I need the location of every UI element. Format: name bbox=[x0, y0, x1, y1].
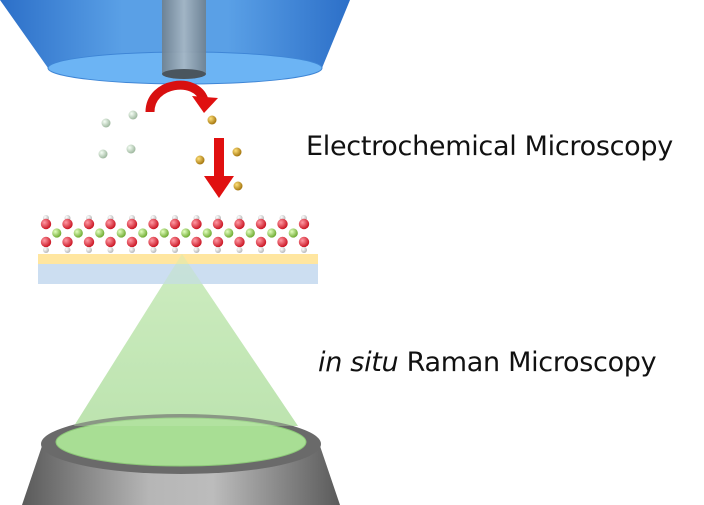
lattice-white-atom bbox=[215, 247, 221, 253]
lattice-white-atom bbox=[193, 247, 200, 253]
lattice-red-atom bbox=[40, 218, 52, 230]
down-arrow-icon bbox=[204, 138, 234, 198]
lattice-red-atom bbox=[298, 236, 310, 248]
lattice-green-atom bbox=[288, 228, 298, 238]
reduced-species bbox=[232, 147, 242, 157]
lattice-white-atom bbox=[64, 247, 71, 253]
oxidized-species bbox=[101, 118, 111, 128]
lattice-green-atom bbox=[267, 228, 277, 238]
lattice-red-atom bbox=[191, 218, 202, 230]
lattice-green-atom bbox=[159, 228, 169, 238]
lattice-red-atom bbox=[234, 218, 245, 230]
lattice-red-atom bbox=[148, 218, 159, 230]
reduced-species bbox=[195, 155, 205, 165]
redox-species bbox=[98, 110, 243, 191]
lattice-green-atom bbox=[245, 228, 255, 238]
curved-arrow-icon bbox=[145, 80, 218, 113]
lattice-white-atom bbox=[279, 247, 286, 253]
reduced-species bbox=[207, 115, 217, 125]
lattice-red-atom bbox=[62, 218, 73, 230]
lattice-white-atom bbox=[107, 247, 114, 253]
lattice-red-atom bbox=[105, 218, 116, 230]
lattice-red-atom bbox=[255, 236, 267, 248]
lattice-red-atom bbox=[169, 236, 181, 248]
lattice-green-atom bbox=[202, 228, 212, 238]
lattice-red-atom bbox=[277, 218, 288, 230]
lattice-green-atom bbox=[73, 228, 83, 238]
lattice-red-atom bbox=[126, 236, 138, 248]
in-situ-text: in situ bbox=[318, 347, 399, 378]
lattice-red-atom bbox=[169, 218, 181, 230]
lattice-red-atom bbox=[234, 236, 245, 248]
lattice-green-atom bbox=[95, 228, 105, 238]
oxidized-species bbox=[128, 110, 138, 120]
lattice-white-atom bbox=[86, 247, 92, 253]
oxidized-species bbox=[98, 149, 108, 159]
raman-microscopy-label: in situ Raman Microscopy bbox=[318, 347, 657, 378]
molecular-lattice bbox=[40, 215, 310, 253]
laser-cone bbox=[74, 254, 298, 426]
lattice-white-atom bbox=[150, 247, 157, 253]
lattice-red-atom bbox=[191, 236, 202, 248]
lattice-white-atom bbox=[301, 247, 307, 253]
oxidized-species bbox=[126, 144, 136, 154]
substrate bbox=[38, 254, 318, 284]
lattice-red-atom bbox=[105, 236, 116, 248]
lattice-white-atom bbox=[258, 247, 264, 253]
electrode-tip bbox=[162, 0, 206, 79]
lattice-red-atom bbox=[277, 236, 288, 248]
lattice-red-atom bbox=[298, 218, 310, 230]
lattice-red-atom bbox=[255, 218, 267, 230]
lattice-red-atom bbox=[126, 218, 138, 230]
lattice-green-atom bbox=[181, 228, 191, 238]
lattice-white-atom bbox=[236, 247, 243, 253]
raman-text: Raman Microscopy bbox=[398, 347, 657, 378]
microscope-objective bbox=[22, 254, 340, 505]
lattice-white-atom bbox=[129, 247, 135, 253]
lattice-green-atom bbox=[116, 228, 126, 238]
lattice-red-atom bbox=[148, 236, 159, 248]
lattice-red-atom bbox=[83, 218, 95, 230]
lattice-red-atom bbox=[62, 236, 73, 248]
lattice-white-atom bbox=[43, 247, 49, 253]
lattice-white-atom bbox=[172, 247, 178, 253]
lattice-red-atom bbox=[83, 236, 95, 248]
lattice-green-atom bbox=[52, 228, 62, 238]
lattice-green-atom bbox=[138, 228, 148, 238]
reduced-species bbox=[233, 181, 243, 191]
lattice-red-atom bbox=[212, 236, 224, 248]
electrochemical-microscopy-label: Electrochemical Microscopy bbox=[306, 131, 673, 162]
lattice-red-atom bbox=[212, 218, 224, 230]
lattice-red-atom bbox=[40, 236, 52, 248]
lattice-green-atom bbox=[224, 228, 234, 238]
